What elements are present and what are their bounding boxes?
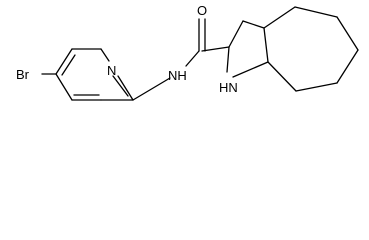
bond-lines bbox=[41, 6, 359, 101]
amide-nitrogen-label: NH bbox=[168, 68, 187, 83]
bromine-label: Br bbox=[16, 67, 30, 82]
amide-oxygen-label: O bbox=[197, 3, 207, 18]
indoline-nitrogen-label: HN bbox=[219, 80, 238, 95]
atom-labels: Br N NH O HN bbox=[16, 3, 238, 95]
molecule-structure: Br N NH O HN bbox=[16, 3, 359, 101]
pyridine-nitrogen-label: N bbox=[107, 63, 116, 78]
